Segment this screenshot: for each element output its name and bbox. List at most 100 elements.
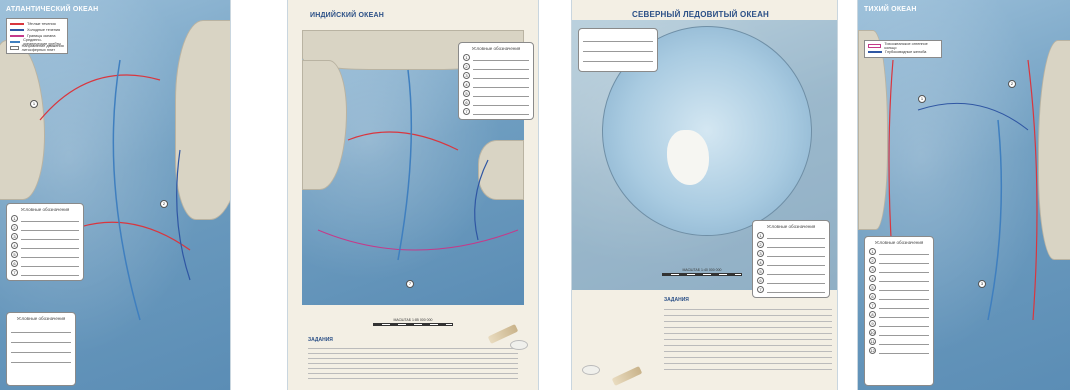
answer-line[interactable] <box>583 42 653 52</box>
warm-current-line <box>39 74 161 121</box>
answer-line[interactable] <box>21 225 79 231</box>
legend-box: Условные обозначения 1 2 3 4 5 6 7 <box>752 220 830 298</box>
legend-number: 12 <box>869 347 876 354</box>
map-scale: МАСШТАБ 1:85 000 000 <box>373 318 453 326</box>
answer-line[interactable] <box>21 261 79 267</box>
page-title: СЕВЕРНЫЙ ЛЕДОВИТЫЙ ОКЕАН <box>632 10 770 19</box>
answer-line[interactable] <box>583 32 653 42</box>
answer-line[interactable] <box>473 91 529 97</box>
answer-line[interactable] <box>473 109 529 115</box>
currents-svg <box>317 69 519 261</box>
legend-number: 3 <box>463 72 470 79</box>
legend-number: 6 <box>757 277 764 284</box>
answer-line[interactable] <box>473 100 529 106</box>
answer-line[interactable] <box>879 258 929 264</box>
plate-arrow-icon <box>10 46 19 50</box>
answer-line[interactable] <box>879 285 929 291</box>
answer-line[interactable] <box>879 321 929 327</box>
legend-number: 7 <box>11 269 18 276</box>
page-title: АТЛАНТИЧЕСКИЙ ОКЕАН <box>6 6 99 13</box>
answer-line[interactable] <box>473 64 529 70</box>
answer-line[interactable] <box>21 234 79 240</box>
answer-line[interactable] <box>879 339 929 345</box>
legend-number: 1 <box>11 215 18 222</box>
answer-line[interactable] <box>473 55 529 61</box>
answer-line[interactable] <box>21 243 79 249</box>
legend-number: 4 <box>757 259 764 266</box>
key-label: Глубоководные желоба <box>885 50 927 54</box>
answer-line[interactable] <box>879 276 929 282</box>
answer-line[interactable] <box>767 251 825 257</box>
answer-line[interactable] <box>583 52 653 62</box>
scale-label: МАСШТАБ 1:85 000 000 <box>393 318 433 322</box>
legend-number: 1 <box>463 54 470 61</box>
answer-line[interactable] <box>767 242 825 248</box>
answer-line[interactable] <box>879 294 929 300</box>
ridge-line <box>112 59 141 321</box>
greenland <box>667 130 709 185</box>
legend-number: 7 <box>463 108 470 115</box>
legend-number: 7 <box>757 286 764 293</box>
legend-number: 3 <box>757 250 764 257</box>
key-label: Тихоокеанское огненное кольцо <box>884 42 928 50</box>
trench-swatch <box>868 51 882 53</box>
answer-line[interactable] <box>21 216 79 222</box>
legend-number: 2 <box>869 257 876 264</box>
answer-line[interactable] <box>879 312 929 318</box>
answer-line[interactable] <box>879 249 929 255</box>
answer-line[interactable] <box>767 233 825 239</box>
map-marker: 7 <box>406 280 414 288</box>
answer-line[interactable] <box>11 333 71 343</box>
answer-line[interactable] <box>879 267 929 273</box>
key-label: Тёплые течения <box>27 22 56 26</box>
answer-line[interactable] <box>11 343 71 353</box>
tasks-section: ЗАДАНИЯ <box>664 298 832 370</box>
pencil-icon <box>611 366 643 386</box>
answer-line[interactable] <box>767 278 825 284</box>
legend-number: 5 <box>757 268 764 275</box>
answer-line[interactable] <box>21 270 79 276</box>
page-title: ТИХИЙ ОКЕАН <box>864 6 917 13</box>
legend-number: 6 <box>11 260 18 267</box>
answer-line[interactable] <box>767 269 825 275</box>
boundary-line <box>317 229 519 251</box>
map-key: Тихоокеанское огненное кольцо Глубоковод… <box>864 40 942 58</box>
legend-number: 8 <box>869 311 876 318</box>
map-marker: 2 <box>160 200 168 208</box>
scale-label: МАСШТАБ 1:40 000 000 <box>682 268 722 272</box>
current-line <box>917 102 1029 131</box>
fire-ring-swatch <box>868 44 882 48</box>
legend-box: Условные обозначения 1 2 3 4 5 6 7 <box>6 203 84 281</box>
answer-line[interactable] <box>473 73 529 79</box>
eraser-icon <box>510 340 528 350</box>
legend-number: 1 <box>869 248 876 255</box>
answer-line[interactable] <box>11 353 71 363</box>
map-marker: 1 <box>918 95 926 103</box>
cold-current-line <box>474 159 489 241</box>
cold-current-line <box>176 149 191 281</box>
answer-line[interactable] <box>879 303 929 309</box>
answer-line[interactable] <box>879 348 929 354</box>
ridge-swatch <box>10 41 21 43</box>
answer-line[interactable] <box>767 287 825 293</box>
key-label: Срединно-океанические хребты <box>23 38 62 46</box>
legend-number: 10 <box>869 329 876 336</box>
tasks-title: ЗАДАНИЯ <box>664 297 689 303</box>
arctic-ocean-page: СЕВЕРНЫЙ ЛЕДОВИТЫЙ ОКЕАН Условные обозна… <box>572 0 837 390</box>
answer-line[interactable] <box>473 82 529 88</box>
legend-number: 7 <box>869 302 876 309</box>
legend-number: 5 <box>463 90 470 97</box>
answer-line[interactable] <box>21 252 79 258</box>
warm-current-line <box>347 131 459 151</box>
answer-line[interactable] <box>11 323 71 333</box>
answer-box <box>578 28 658 72</box>
ridge-line <box>987 119 1003 321</box>
legend-box: Условные обозначения 1 2 3 4 5 6 7 8 9 1… <box>864 236 934 386</box>
legend-header: Условные обозначения <box>874 240 924 245</box>
answer-line[interactable] <box>767 260 825 266</box>
atlantic-ocean-page: АТЛАНТИЧЕСКИЙ ОКЕАН Тёплые течения Холод… <box>0 0 230 390</box>
tasks-title: ЗАДАНИЯ <box>308 337 333 343</box>
answer-line[interactable] <box>879 330 929 336</box>
currents-svg <box>39 59 191 321</box>
legend-number: 3 <box>11 233 18 240</box>
